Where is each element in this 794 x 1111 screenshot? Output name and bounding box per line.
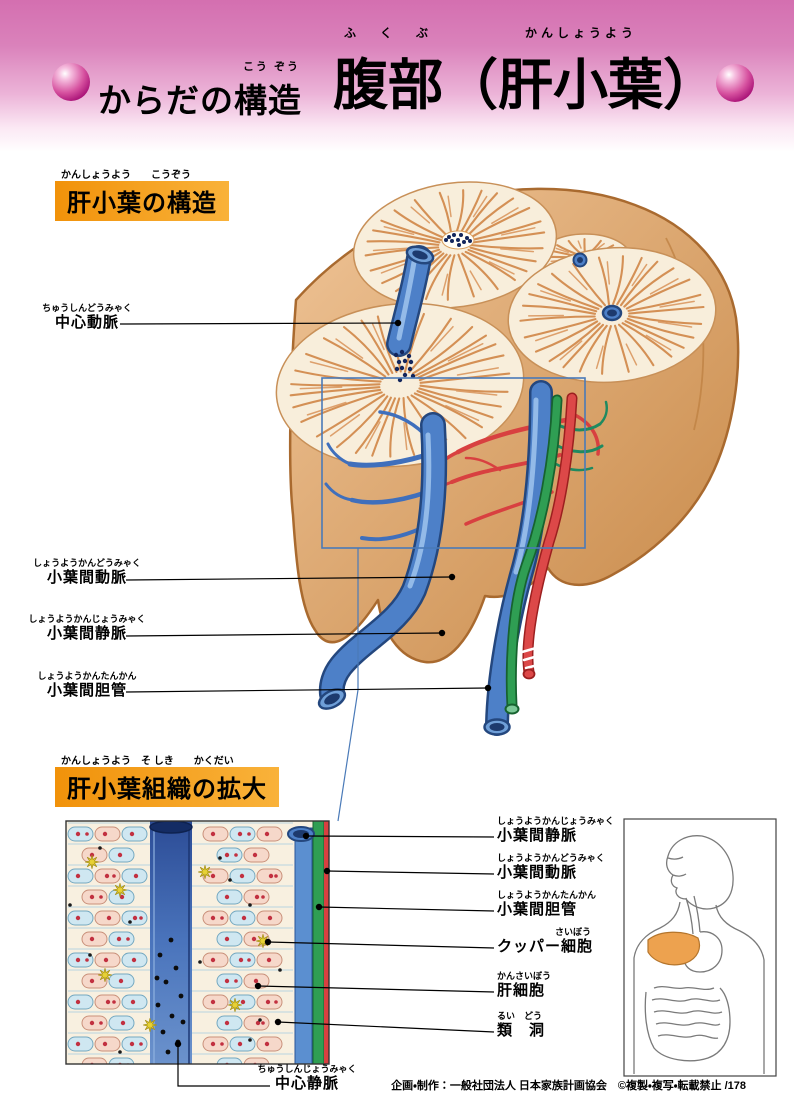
label-text: 肝細胞 bbox=[497, 982, 546, 999]
pink-sphere-left-icon bbox=[52, 63, 90, 101]
label-text: 小葉間胆管 bbox=[46, 682, 127, 699]
sinusoid-radiating-pattern bbox=[289, 189, 705, 458]
label-central-vessel: ちゅうしんどうみゃく 中心動脈 bbox=[27, 303, 147, 331]
heading-reading: かんしょうよう そ しき かくだい bbox=[61, 756, 234, 767]
title-reading-back: かんしょうよう bbox=[524, 26, 637, 40]
section-structure-heading: かんしょうよう こうぞう 肝小葉の構造 bbox=[55, 166, 229, 221]
label-reading: さいぼう bbox=[555, 927, 592, 937]
label-text: クッパー細胞 bbox=[497, 938, 594, 955]
label-interlobular-artery: しょうようかんどうみゃく 小葉間動脈 bbox=[27, 558, 147, 586]
category-title: こう ぞう からだの構造 bbox=[98, 58, 310, 122]
colon-shape bbox=[644, 987, 731, 1062]
heading-text: 肝小葉組織の拡大 bbox=[55, 767, 279, 807]
poster-header: こう ぞう からだの構造 ふ く ぶ かんしょうよう 腹部（肝小葉） bbox=[0, 0, 794, 152]
artery-band bbox=[324, 821, 329, 1064]
label-interlobular-vein: しょうようかんじょうみゃく 小葉間静脈 bbox=[27, 614, 147, 642]
blood-cell-dots bbox=[444, 233, 472, 247]
label-text: 小葉間動脈 bbox=[46, 569, 127, 586]
histology-illustration bbox=[66, 821, 329, 1064]
label-text: 中心静脈 bbox=[274, 1075, 339, 1092]
central-vein-openings bbox=[441, 230, 623, 322]
label-text: 小葉間静脈 bbox=[46, 625, 127, 642]
label-reading: しょうようかんたんかん bbox=[37, 671, 137, 681]
blood-cell-dots bbox=[393, 349, 416, 383]
title-text: 腹部（肝小葉） bbox=[333, 54, 719, 116]
footer-credit: 企画・制作：一般社団法人 日本家族計画協会 ©複製・複写・転載禁止 /178 bbox=[391, 1080, 746, 1092]
heading-text: 肝小葉の構造 bbox=[55, 181, 229, 221]
label-reading: しょうようかんどうみゃく bbox=[497, 853, 605, 863]
tube-lumen bbox=[412, 250, 428, 260]
central-vein-column bbox=[150, 821, 192, 1064]
label-interlobular-vein-2: しょうようかんじょうみゃく 小葉間静脈 bbox=[497, 816, 687, 844]
label-reading: かんさいぼう bbox=[497, 971, 552, 981]
label-central-vein: ちゅうしんじょうみゃく 中心静脈 bbox=[252, 1064, 362, 1092]
label-reading: しょうようかんどうみゃく bbox=[33, 558, 141, 568]
label-reading: ちゅうしんじょうみゃく bbox=[257, 1064, 357, 1074]
label-text: 小葉間胆管 bbox=[497, 901, 578, 918]
label-interlobular-artery-2: しょうようかんどうみゃく 小葉間動脈 bbox=[497, 853, 687, 881]
label-reading: ちゅうしんどうみゃく bbox=[42, 303, 132, 313]
leader-lines bbox=[119, 319, 495, 1087]
category-text: からだの構造 bbox=[98, 82, 302, 119]
sinusoid-dots bbox=[68, 846, 282, 1054]
heading-reading: かんしょうよう こうぞう bbox=[61, 170, 191, 181]
zoom-region-rectangle bbox=[321, 377, 586, 549]
page-title: ふ く ぶ かんしょうよう 腹部（肝小葉） bbox=[333, 24, 733, 124]
label-text: 小葉間静脈 bbox=[497, 827, 578, 844]
liver-shape bbox=[647, 931, 701, 966]
liver-cells-pattern bbox=[67, 822, 293, 1064]
body-location-inset bbox=[623, 818, 777, 1077]
histology-frame bbox=[65, 820, 330, 1065]
central-vessel-tube bbox=[386, 245, 432, 357]
stomach-shape bbox=[683, 931, 723, 973]
label-interlobular-bile-duct: しょうようかんたんかん 小葉間胆管 bbox=[27, 671, 147, 699]
section-tissue-heading: かんしょうよう そ しき かくだい 肝小葉組織の拡大 bbox=[55, 752, 279, 807]
label-reading: しょうようかんたんかん bbox=[497, 890, 597, 900]
label-text: 小葉間動脈 bbox=[497, 864, 578, 881]
pink-sphere-right-icon bbox=[716, 64, 754, 102]
title-reading-front: ふ く ぶ bbox=[343, 26, 434, 40]
label-reading: しょうようかんじょうみゃく bbox=[28, 614, 146, 624]
label-sinusoid: るい どう 類 洞 bbox=[497, 1011, 687, 1039]
label-text: 中心動脈 bbox=[54, 314, 119, 331]
label-reading: しょうようかんじょうみゃく bbox=[497, 816, 615, 826]
body-outline bbox=[633, 835, 765, 1074]
label-interlobular-bile-duct-2: しょうようかんたんかん 小葉間胆管 bbox=[497, 890, 687, 918]
interlobular-vein-band bbox=[294, 827, 313, 1064]
bile-duct-band bbox=[312, 821, 325, 1064]
label-hepatocyte: かんさいぼう 肝細胞 bbox=[497, 971, 687, 999]
label-reading: るい どう bbox=[497, 1011, 543, 1021]
vessel-openings bbox=[317, 668, 536, 736]
vessel-trunks bbox=[318, 380, 578, 736]
label-text: 類 洞 bbox=[497, 1022, 546, 1039]
category-reading: こう ぞう bbox=[242, 61, 300, 73]
label-kupffer-cell: さいぼう クッパー細胞 bbox=[497, 927, 687, 955]
kupffer-cell-stars bbox=[85, 855, 270, 1032]
